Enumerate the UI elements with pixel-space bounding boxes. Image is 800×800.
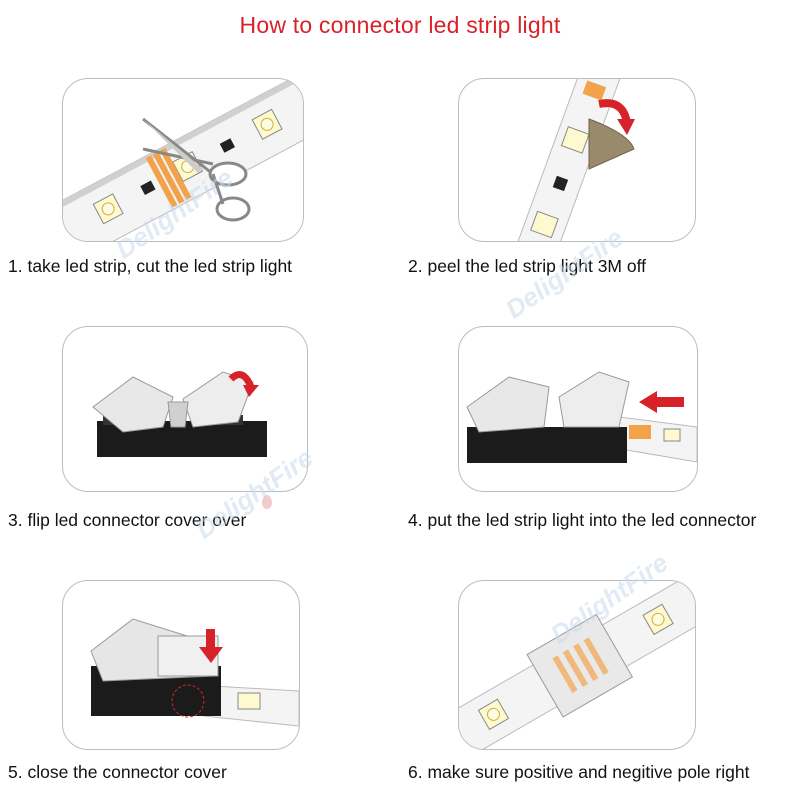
page-title: How to connector led strip light [0,12,800,39]
step-3-caption: 3. flip led connector cover over [8,510,246,531]
step-2-image [458,78,696,242]
connected-strips-icon [459,581,695,749]
closing-connector-icon [63,581,299,749]
step-5-image [62,580,300,750]
inserting-strip-icon [459,327,697,491]
step-5-caption: 5. close the connector cover [8,762,227,783]
peeling-strip-icon [459,79,695,241]
step-2-caption: 2. peel the led strip light 3M off [408,256,646,277]
step-6-image [458,580,696,750]
step-4-caption: 4. put the led strip light into the led … [408,510,756,531]
watermark-flame-icon [262,495,272,509]
step-3-image [62,326,308,492]
step-6-caption: 6. make sure positive and negitive pole … [408,762,749,783]
open-connector-icon [63,327,307,491]
step-4-image [458,326,698,492]
scissors-cutting-strip-icon [63,79,303,241]
step-1-image [62,78,304,242]
step-1-caption: 1. take led strip, cut the led strip lig… [8,256,292,277]
